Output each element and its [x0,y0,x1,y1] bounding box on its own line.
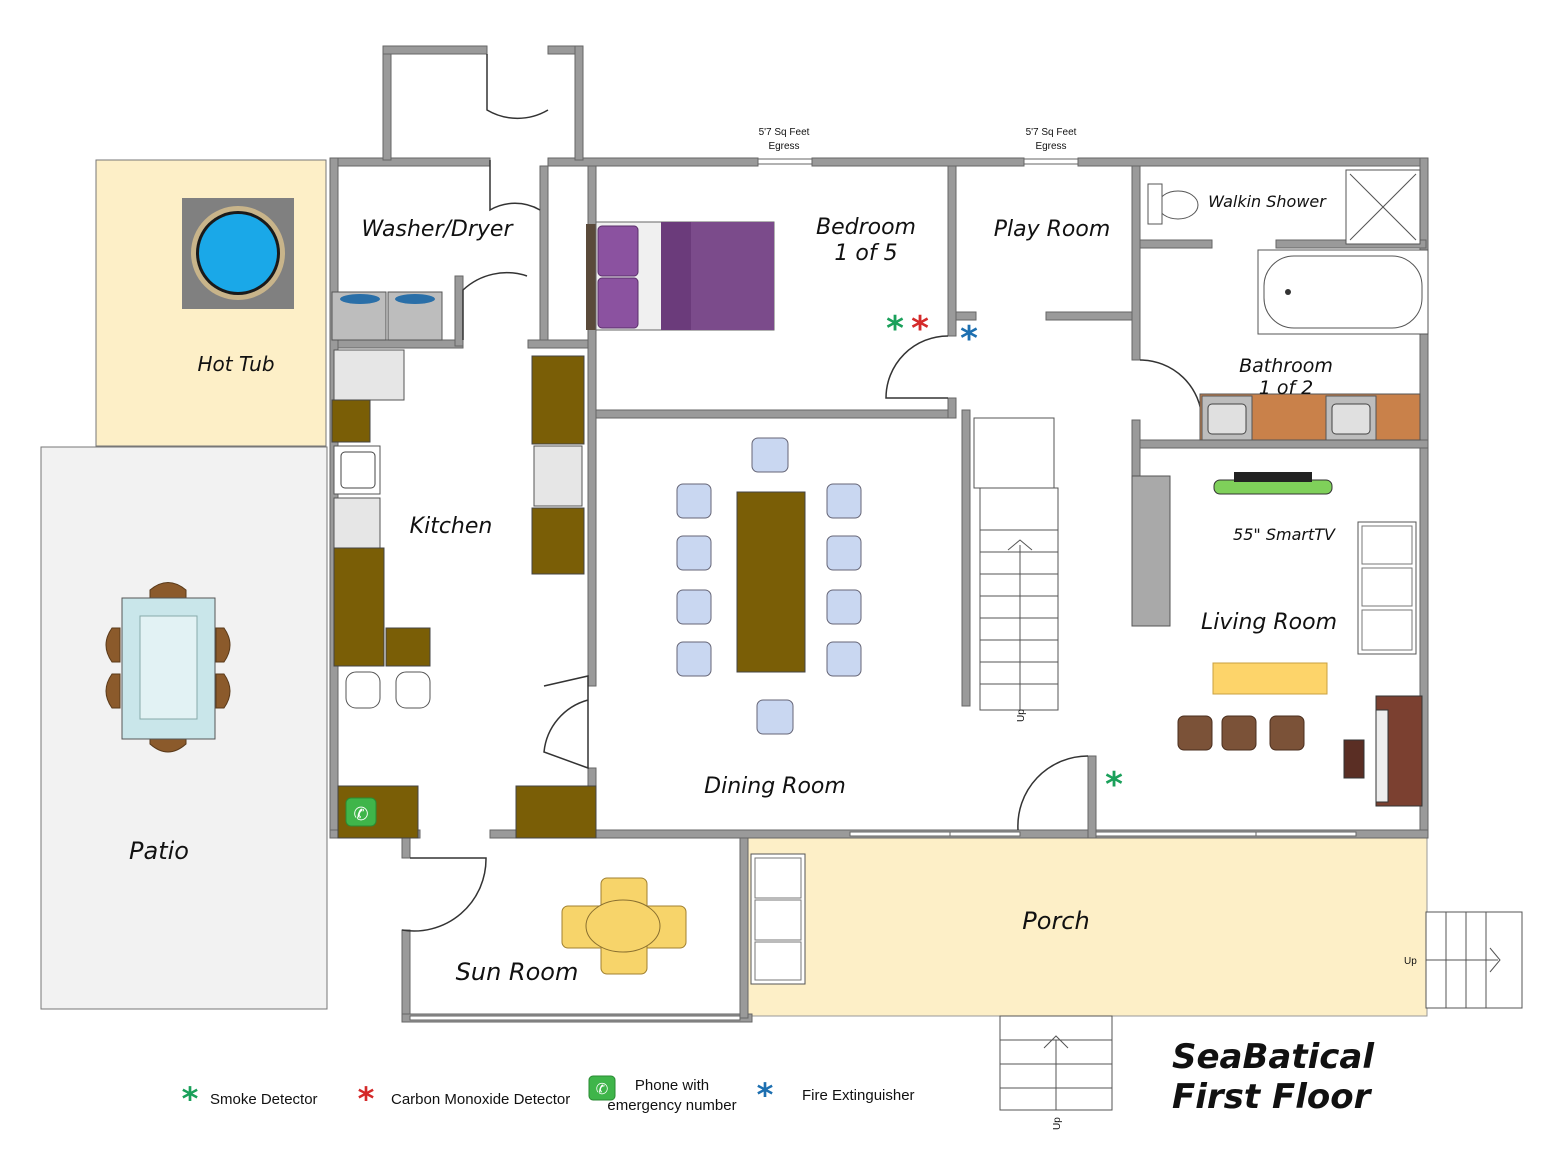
egress-bedroom-line2: Egress [768,141,799,152]
stairs-up-bottom: Up [1052,1117,1063,1130]
bathroom-label-1: Bathroom [1239,355,1333,377]
legend-phone-icon: ✆ [588,1075,616,1101]
svg-text:✆: ✆ [353,804,368,825]
bedroom-label-2: 1 of 5 [834,241,897,266]
smoke-detector-bedroom: * [886,309,904,349]
kitchen-fixtures [331,349,597,839]
plan-title-line2: First Floor [1172,1077,1373,1117]
dining-table-set [676,437,862,735]
porch-bench [750,853,806,985]
co-detector-bedroom: * [911,309,929,349]
windows [409,158,1357,1021]
svg-text:✆: ✆ [596,1080,609,1098]
plan-title-line1: SeaBatical [1172,1037,1375,1077]
safety-markers: * * * * [886,309,1123,805]
patio-table-set [105,582,231,753]
phone-icon: ✆ [345,797,377,827]
stairs-up-right: Up [1404,956,1417,967]
egress-bedroom-line1: 5'7 Sq Feet [759,127,810,138]
porch-label: Porch [1022,907,1089,935]
interior-stairs[interactable] [973,417,1059,711]
legend-phone-label-1: Phone with [635,1077,709,1094]
bedroom-label-1: Bedroom [816,215,916,240]
fire-extinguisher-hall: * [960,319,978,359]
patio-label: Patio [129,837,189,865]
washer-dryer-label: Washer/Dryer [361,217,514,242]
walkin-shower-label: Walkin Shower [1208,192,1327,211]
bathroom-label-2: 1 of 2 [1259,377,1314,399]
bathroom-fixtures [1147,169,1429,441]
hot-tub [182,198,294,309]
dining-room-label: Dining Room [704,774,846,799]
exterior-stairs-bottom[interactable] [999,1015,1113,1111]
stairs-up-interior: Up [1016,709,1027,722]
smoke-detector-living: * [1105,765,1123,805]
legend-smoke-label: Smoke Detector [210,1091,318,1108]
bed [586,221,775,331]
sun-room-table [561,877,687,975]
doors [401,54,1203,932]
legend: * Smoke Detector * Carbon Monoxide Detec… [182,1075,915,1118]
washer-dryer-units [331,291,443,341]
egress-playroom-line2: Egress [1035,141,1066,152]
hot-tub-label: Hot Tub [197,352,274,376]
legend-extinguisher-label: Fire Extinguisher [802,1087,915,1104]
exterior-stairs-right[interactable] [1425,911,1523,1009]
legend-extinguisher-marker: * [757,1076,774,1114]
kitchen-label: Kitchen [410,514,493,539]
smart-tv-label: 55" SmartTV [1233,525,1336,544]
play-room-label: Play Room [994,217,1111,242]
egress-playroom-line1: 5'7 Sq Feet [1026,127,1077,138]
legend-phone-label-2: emergency number [607,1097,736,1114]
sun-room-label: Sun Room [456,958,579,986]
living-room-label: Living Room [1201,610,1337,635]
legend-co-label: Carbon Monoxide Detector [391,1091,570,1108]
legend-smoke-marker: * [182,1080,199,1118]
living-room-furniture [1131,472,1423,807]
legend-co-marker: * [358,1080,375,1118]
